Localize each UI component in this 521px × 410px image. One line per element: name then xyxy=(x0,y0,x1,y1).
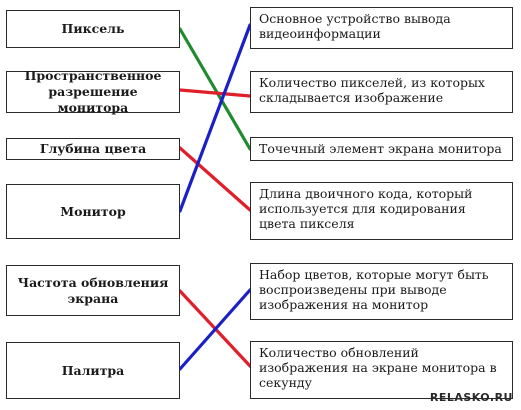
term-pixel-label: Пиксель xyxy=(61,21,125,36)
definition-code-length-text: Длина двоичного кода, который использует… xyxy=(259,186,473,231)
term-color-depth: Глубина цвета xyxy=(6,138,180,160)
definition-dot-element: Точечный элемент экрана монитора xyxy=(250,137,513,161)
definition-output-device: Основное устройство вывода видеоинформац… xyxy=(250,7,513,49)
definition-color-set: Набор цветов, которые могут быть воспрои… xyxy=(250,263,513,320)
definition-update-count-text: Количество обновлений изображения на экр… xyxy=(259,345,497,390)
term-palette: Палитра xyxy=(6,342,180,399)
connector-monitor-to-output-device xyxy=(178,23,252,213)
watermark: RELASKO.RU xyxy=(429,391,513,404)
term-pixel: Пиксель xyxy=(6,10,180,48)
term-refresh-rate: Частота обновления экрана xyxy=(6,265,180,316)
connector-resolution-to-pixel-count xyxy=(178,88,252,98)
definition-pixel-count-text: Количество пикселей, из которых складыва… xyxy=(259,75,485,105)
definition-dot-element-text: Точечный элемент экрана монитора xyxy=(259,141,502,156)
term-resolution-label: Пространственное разрешение монитора xyxy=(24,68,162,115)
term-monitor: Монитор xyxy=(6,184,180,239)
term-monitor-label: Монитор xyxy=(60,203,126,219)
term-refresh-rate-label: Частота обновления экрана xyxy=(17,274,169,306)
term-palette-label: Палитра xyxy=(61,362,125,378)
connector-palette-to-color-set xyxy=(178,288,252,371)
connector-color-depth-to-code-length xyxy=(178,146,252,212)
connector-pixel-to-dot-element xyxy=(178,27,252,151)
term-color-depth-label: Глубина цвета xyxy=(39,141,147,156)
connector-refresh-rate-to-update-count xyxy=(178,289,252,368)
definition-output-device-text: Основное устройство вывода видеоинформац… xyxy=(259,11,451,41)
definition-code-length: Длина двоичного кода, который использует… xyxy=(250,182,513,240)
definition-color-set-text: Набор цветов, которые могут быть воспрои… xyxy=(259,267,489,312)
term-resolution: Пространственное разрешение монитора xyxy=(6,68,180,115)
definition-update-count: Количество обновлений изображения на экр… xyxy=(250,341,513,399)
definition-pixel-count: Количество пикселей, из которых складыва… xyxy=(250,71,513,113)
